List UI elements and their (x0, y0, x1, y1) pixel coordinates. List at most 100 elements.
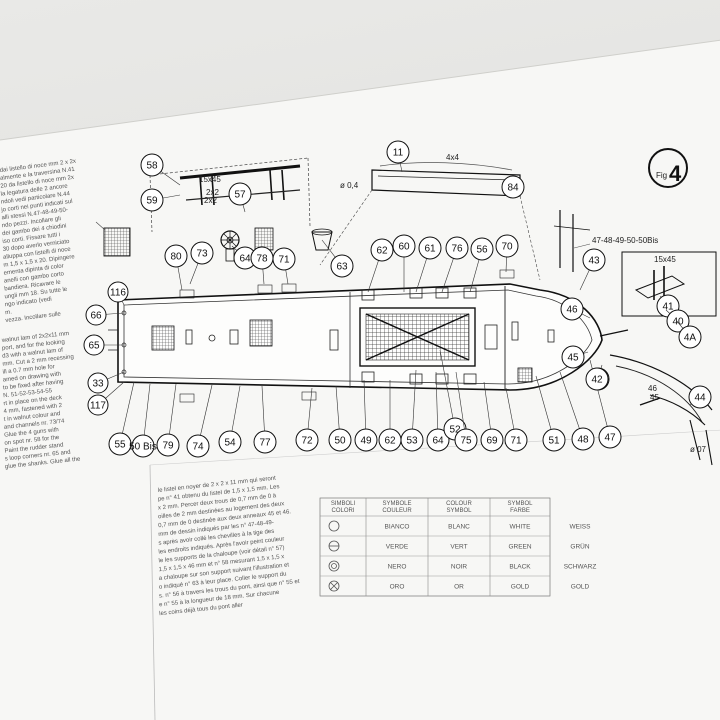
dim-2x2: 2x2 (206, 188, 219, 197)
callout: 71 (272, 247, 296, 285)
dim-15x45-right: 15x45 (654, 255, 676, 264)
colour-name: BIANCO (385, 524, 410, 531)
part-label: 76 (451, 244, 463, 255)
callout: 11 (386, 140, 410, 173)
table-header: COLORI (331, 508, 354, 514)
callout: 56 (469, 237, 494, 293)
part-label: 40 (672, 317, 684, 328)
part-label: 61 (424, 244, 436, 255)
detail-boat-support: 15x45 2x2 2x2 (149, 157, 311, 233)
part-label: 58 (146, 161, 158, 172)
part-label: 75 (460, 436, 472, 447)
part-label: 59 (146, 196, 158, 207)
table-header: SYMBOL (507, 501, 533, 507)
callout: 43 (579, 248, 606, 291)
colour-symbol-icon (328, 560, 340, 572)
callout: 54 (218, 385, 242, 454)
callout: 62 (367, 238, 394, 293)
colour-name: GOLD (571, 584, 590, 591)
callout: 78 (250, 246, 274, 285)
part-label: 73 (196, 249, 208, 260)
callout: 60 (392, 234, 416, 292)
callout: 70 (495, 234, 519, 273)
dim-45: 45 (650, 393, 659, 402)
callout: 53 (400, 369, 424, 452)
text-line: on spot nr. 58 for the (4, 435, 60, 447)
colour-name: NOIR (451, 564, 468, 571)
part-label: 69 (486, 436, 498, 447)
table-header: SYMBOL (446, 508, 472, 514)
part-label: 116 (110, 288, 126, 299)
callout: 58 (140, 153, 181, 186)
part-label: 47 (604, 433, 616, 444)
callout: 63 (321, 239, 354, 278)
dim-4x4: 4x4 (446, 153, 459, 162)
callout: 116 (107, 281, 129, 306)
part-label: 54 (224, 438, 236, 449)
callout: 42 (585, 367, 609, 391)
callout: 33 (87, 371, 125, 394)
part-label: 74 (192, 442, 204, 453)
figure-number: 4 (669, 161, 682, 186)
colour-name: GRÜN (570, 543, 589, 551)
detail-mast-group: 47-48-49-50-50Bis (553, 210, 658, 272)
callout: 84 (501, 175, 525, 199)
colour-name: SCHWARZ (564, 564, 597, 571)
part-label: 43 (588, 256, 600, 267)
deck-plan (108, 269, 629, 403)
colour-name: OR (454, 584, 464, 591)
part-label: 48 (577, 435, 589, 446)
figure-prefix: Fig (656, 171, 667, 180)
part-label: 63 (336, 262, 348, 273)
part-label: 64 (432, 436, 444, 447)
colour-name: ORO (390, 584, 405, 591)
part-label: 52 (449, 425, 461, 436)
dim-2x2b: 2x2 (204, 196, 217, 205)
part-label: 66 (90, 311, 102, 322)
callout: 46 (560, 297, 591, 321)
callout: 72 (295, 387, 319, 452)
part-label: 65 (88, 341, 100, 352)
part-label: 33 (92, 379, 104, 390)
part-label: 117 (90, 401, 106, 412)
dim-phi07: ø 07 (690, 445, 707, 454)
colour-table: SIMBOLICOLORISYMBOLECOULEURCOLOURSYMBOLS… (319, 497, 597, 597)
callout: 50 (328, 385, 352, 452)
part-label: 71 (278, 255, 290, 266)
part-label: 46 (566, 305, 578, 316)
part-label: 57 (234, 190, 246, 201)
callout: 48 (559, 371, 595, 451)
detail-grating (95, 221, 131, 257)
callout: 73 (189, 241, 214, 285)
callout: 76 (441, 236, 469, 293)
part-label: 51 (548, 436, 560, 447)
callout: 59 (140, 188, 181, 212)
colour-symbol-icon (328, 520, 340, 532)
part-label: 77 (259, 438, 271, 449)
text-line: Glue the 4 guns with (4, 427, 59, 439)
text-line: ngo indicato (vedi (5, 297, 52, 309)
callout: 40 (665, 309, 690, 333)
table-header: SYMBOLE (382, 501, 411, 507)
part-label: 11 (393, 148, 404, 159)
callout: 71 (504, 387, 528, 452)
part-label: 49 (360, 436, 372, 447)
callout: 64 (426, 371, 450, 452)
colour-name: NERO (388, 564, 407, 571)
text-line: ill a 0.7 mm hole for (2, 364, 55, 375)
text-line: N. 51-52-53-54-55 (3, 388, 53, 399)
part-label: 80 (170, 252, 182, 263)
table-header: SIMBOLI (331, 501, 356, 507)
callout: 50 Bis (129, 383, 157, 458)
callout: 66 (85, 304, 125, 326)
dim-15x45-top: 15x45 (199, 175, 221, 184)
part-label: 50 Bis (129, 442, 157, 453)
callout: 80 (164, 244, 188, 291)
part-label: 53 (406, 436, 418, 447)
part-label: 41 (662, 302, 674, 313)
colour-symbol-icon (328, 540, 340, 552)
